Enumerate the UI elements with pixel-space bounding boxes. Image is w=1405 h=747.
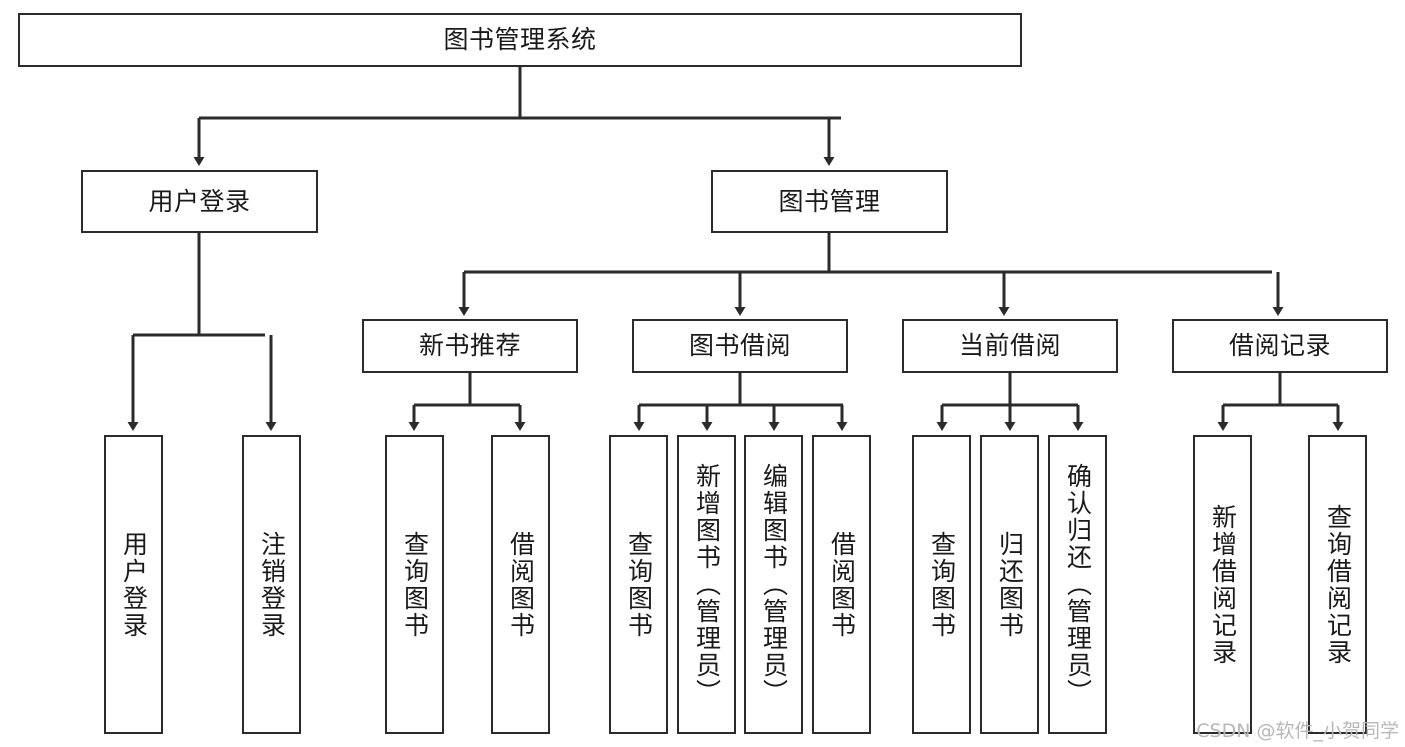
node-leaf-add-book[interactable]: 新增图书（管理员） xyxy=(677,435,736,734)
node-leaf-return-book-label: 归还图书 xyxy=(995,530,1025,639)
node-borrow-record-label: 借阅记录 xyxy=(1228,331,1331,361)
node-leaf-return-book[interactable]: 归还图书 xyxy=(980,435,1039,734)
node-leaf-borrow-book-2-label: 借阅图书 xyxy=(827,530,857,639)
watermark: CSDN @软件_小贺同学 xyxy=(1196,720,1399,742)
node-leaf-add-record[interactable]: 新增借阅记录 xyxy=(1193,435,1252,734)
node-leaf-query-book-1-label: 查询图书 xyxy=(400,530,430,639)
node-current-borrow[interactable]: 当前借阅 xyxy=(902,319,1118,373)
node-new-book-recommend[interactable]: 新书推荐 xyxy=(362,319,578,373)
node-book-manage-label: 图书管理 xyxy=(778,186,881,216)
node-leaf-edit-book[interactable]: 编辑图书（管理员） xyxy=(744,435,803,734)
node-leaf-query-book-3-label: 查询图书 xyxy=(927,530,957,639)
node-leaf-edit-book-label: 编辑图书（管理员） xyxy=(759,463,789,706)
node-leaf-query-book-2[interactable]: 查询图书 xyxy=(609,435,668,734)
node-leaf-add-book-label: 新增图书（管理员） xyxy=(692,463,722,706)
node-leaf-confirm-return-label: 确认归还（管理员） xyxy=(1063,463,1093,706)
node-leaf-user-login[interactable]: 用户登录 xyxy=(104,435,163,734)
node-new-book-recommend-label: 新书推荐 xyxy=(418,331,521,361)
node-leaf-query-book-1[interactable]: 查询图书 xyxy=(385,435,444,734)
node-leaf-query-book-3[interactable]: 查询图书 xyxy=(912,435,971,734)
node-leaf-query-record-label: 查询借阅记录 xyxy=(1323,503,1353,666)
node-user-login[interactable]: 用户登录 xyxy=(81,170,318,233)
node-current-borrow-label: 当前借阅 xyxy=(958,331,1061,361)
node-leaf-add-record-label: 新增借阅记录 xyxy=(1208,503,1238,666)
node-book-borrow[interactable]: 图书借阅 xyxy=(632,319,848,373)
node-leaf-borrow-book-2[interactable]: 借阅图书 xyxy=(812,435,871,734)
node-leaf-query-book-2-label: 查询图书 xyxy=(624,530,654,639)
node-leaf-confirm-return[interactable]: 确认归还（管理员） xyxy=(1048,435,1107,734)
node-root[interactable]: 图书管理系统 xyxy=(18,13,1022,67)
node-leaf-query-record[interactable]: 查询借阅记录 xyxy=(1308,435,1367,734)
node-book-manage[interactable]: 图书管理 xyxy=(711,170,948,233)
node-leaf-borrow-book-1[interactable]: 借阅图书 xyxy=(491,435,550,734)
node-leaf-borrow-book-1-label: 借阅图书 xyxy=(506,530,536,639)
node-leaf-user-login-label: 用户登录 xyxy=(119,530,149,639)
node-leaf-logout-label: 注销登录 xyxy=(257,530,287,639)
node-user-login-label: 用户登录 xyxy=(148,186,251,216)
node-borrow-record[interactable]: 借阅记录 xyxy=(1172,319,1388,373)
node-leaf-logout[interactable]: 注销登录 xyxy=(242,435,301,734)
node-root-label: 图书管理系统 xyxy=(443,25,597,55)
node-book-borrow-label: 图书借阅 xyxy=(688,331,791,361)
